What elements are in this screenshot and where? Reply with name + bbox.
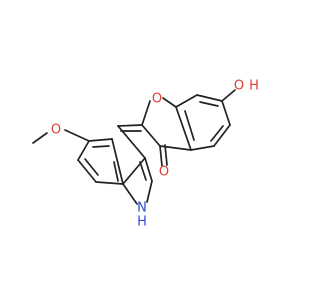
bond [122, 157, 146, 185]
bond [32, 132, 48, 144]
bond [141, 124, 161, 147]
bond [162, 97, 177, 108]
methoxy-oxygen-label: O [51, 123, 61, 138]
bond [64, 129, 90, 142]
bond [77, 140, 90, 161]
bond [159, 145, 163, 167]
bond [122, 183, 138, 205]
bond [117, 124, 143, 127]
atom-label-layer: O O H O O N H [51, 79, 259, 230]
bond [84, 158, 99, 176]
bond [184, 110, 195, 141]
indole-nitrogen-label: N [137, 201, 147, 216]
bond [196, 94, 223, 102]
bond [213, 124, 231, 147]
hydroxyl-oxygen-label: O [234, 79, 244, 94]
oxygen-ring-label: O [152, 92, 162, 107]
bond [175, 94, 198, 108]
bond [113, 161, 119, 182]
bond [141, 100, 151, 126]
carbonyl-oxygen-label: O [159, 165, 169, 180]
hydroxyl-hydrogen-label: H [249, 79, 259, 94]
bond [175, 106, 192, 151]
bond [210, 125, 224, 142]
bond [95, 181, 124, 185]
bond [144, 157, 153, 182]
bond [221, 100, 231, 126]
bond [164, 144, 168, 166]
bond [190, 145, 215, 151]
molecule-structure: O O H O O N H [32, 79, 259, 230]
bond [92, 145, 110, 148]
indole-hydrogen-label: H [137, 215, 147, 230]
bond [146, 180, 153, 203]
bond [88, 138, 113, 142]
bond [199, 101, 219, 107]
bond [221, 89, 236, 102]
bond [117, 125, 146, 159]
bond [77, 159, 97, 183]
bond [111, 138, 124, 185]
bond-layer [32, 89, 236, 205]
bond [139, 161, 147, 181]
